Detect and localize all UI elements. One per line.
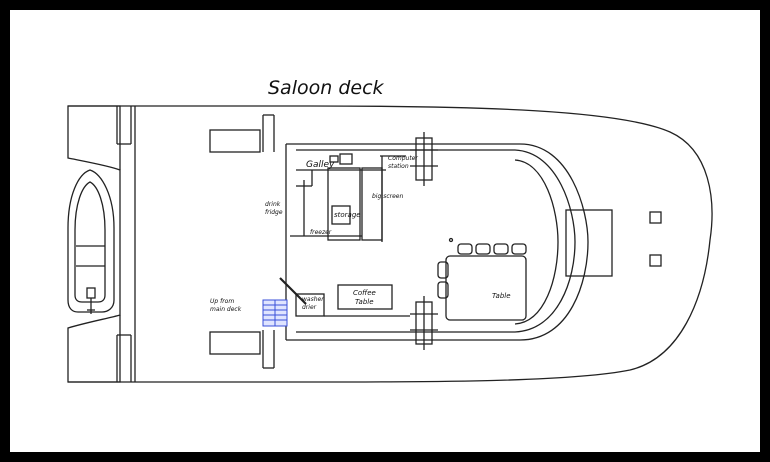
label-storage: storage [334, 211, 361, 219]
coffee-table [337, 284, 393, 310]
door-slider-top [410, 132, 438, 186]
cabin-inner-wall [296, 149, 576, 333]
porthole [649, 211, 662, 224]
hull-outline [67, 105, 713, 383]
label-big-screen: big screen [372, 193, 403, 200]
label-up-from-1: Up from [210, 298, 234, 305]
aft-bench-bottom [209, 331, 261, 355]
aft-bench-top [209, 129, 261, 153]
diagram-title: Saloon deck [268, 77, 385, 99]
bow-hatch [565, 209, 613, 277]
label-coffee: Coffee [353, 289, 376, 297]
aft-starboard-hull [68, 315, 121, 383]
windshield-inner [514, 159, 559, 325]
saloon-deck-plan: Saloon deck Galley Computer station big … [67, 77, 713, 383]
galley [290, 153, 386, 242]
railing [279, 277, 307, 305]
label-coffee-table: Table [355, 298, 374, 306]
aft-port-hull [68, 105, 121, 170]
galley-island [327, 167, 361, 241]
door-slider-bottom [410, 296, 438, 350]
dining-table [445, 255, 527, 321]
label-drier: drier [302, 304, 317, 311]
label-galley: Galley [306, 160, 335, 170]
label-washer: washer [302, 296, 324, 303]
label-drink-2: fridge [265, 209, 283, 216]
washer-drier [295, 293, 325, 317]
label-computer-2: station [388, 163, 409, 170]
label-up-from-2: main deck [210, 306, 242, 313]
label-freezer: freezer [310, 229, 332, 236]
stairs-icon [262, 299, 288, 327]
label-table: Table [492, 292, 511, 300]
cabin-wall [285, 143, 589, 341]
sink [339, 153, 353, 165]
dining-area [437, 237, 527, 321]
big-screen-cabinet [361, 167, 383, 241]
label-drink-1: drink [265, 201, 281, 208]
storage-box [331, 205, 351, 225]
porthole [649, 254, 662, 267]
diagram-frame: Saloon deck Galley Computer station big … [10, 10, 760, 452]
label-computer-1: Computer [388, 155, 418, 162]
dinghy [67, 169, 115, 314]
cooktop [329, 155, 339, 163]
